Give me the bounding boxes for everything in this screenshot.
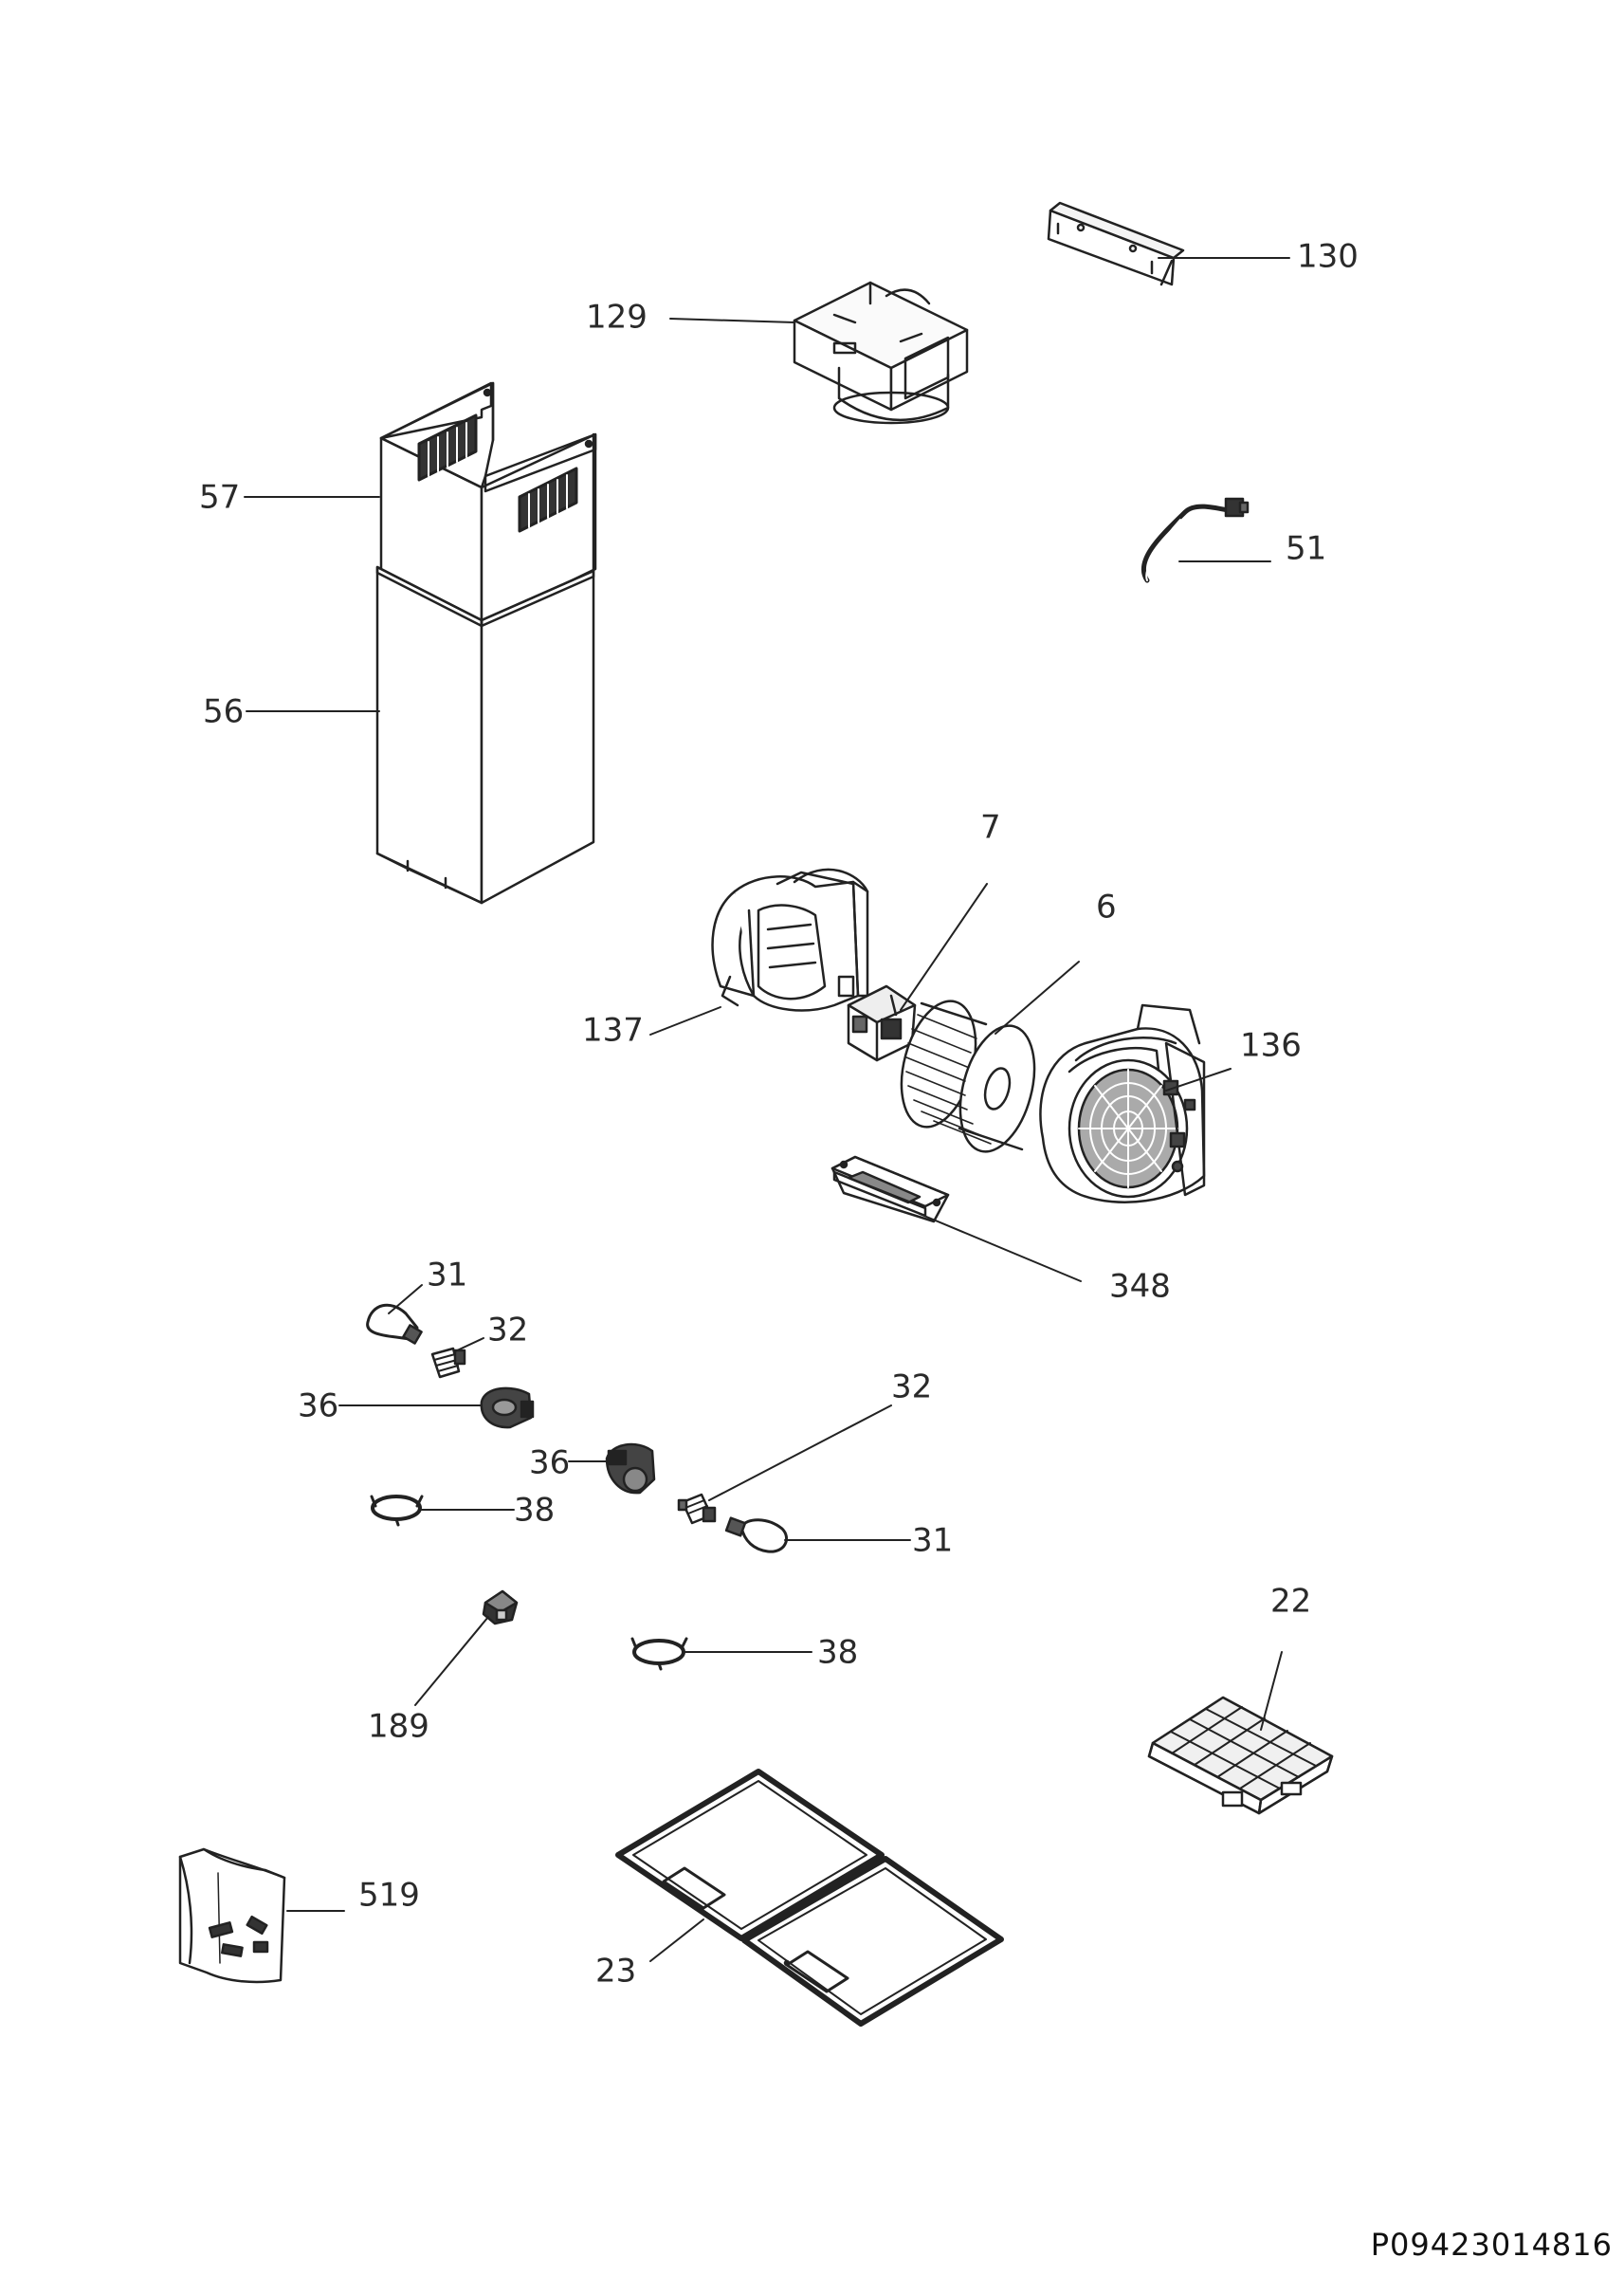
callout-56: 56 (203, 693, 244, 731)
fan-housing-left-icon[interactable] (713, 870, 867, 1011)
lamp-holder-icon[interactable] (482, 1388, 533, 1427)
callout-137: 137 (582, 1012, 644, 1050)
lamp-bulb-icon[interactable] (368, 1305, 422, 1343)
callout-32-top: 32 (487, 1312, 528, 1349)
fan-wheel-icon[interactable] (889, 993, 1048, 1160)
callout-31-right: 31 (912, 1522, 953, 1560)
air-deflector-box-icon[interactable] (794, 283, 967, 423)
retaining-ring-icon[interactable] (372, 1496, 422, 1525)
grease-filter-icon[interactable] (618, 1771, 1001, 2024)
power-cable-icon[interactable] (1143, 499, 1248, 580)
switch-knob-icon[interactable] (484, 1591, 517, 1624)
retaining-ring-icon[interactable] (632, 1639, 686, 1669)
motor-icon[interactable] (848, 986, 915, 1060)
document-id: P09423014816 (1370, 2227, 1613, 2263)
lamp-holder-icon[interactable] (607, 1444, 654, 1493)
callout-519: 519 (358, 1877, 420, 1915)
lamp-socket-icon[interactable] (679, 1495, 715, 1523)
callout-136: 136 (1240, 1027, 1302, 1065)
callout-32-right: 32 (891, 1368, 932, 1406)
callout-130: 130 (1297, 238, 1359, 276)
lamp-bulb-icon[interactable] (726, 1518, 786, 1551)
screw-bag-icon[interactable] (180, 1849, 284, 1982)
callout-36-left: 36 (298, 1387, 338, 1425)
fan-housing-right-icon[interactable] (1040, 1005, 1204, 1202)
callout-23: 23 (595, 1953, 636, 1991)
callout-129: 129 (586, 299, 648, 337)
lamp-socket-icon[interactable] (432, 1349, 465, 1377)
upper-chimney-icon[interactable] (381, 383, 595, 624)
callout-7: 7 (980, 809, 1001, 847)
callout-57: 57 (199, 479, 240, 517)
callout-348: 348 (1109, 1268, 1171, 1306)
callout-38-left: 38 (514, 1492, 555, 1530)
callout-51: 51 (1286, 530, 1326, 568)
callout-38-center: 38 (817, 1634, 858, 1672)
control-board-icon[interactable] (832, 1157, 948, 1221)
callout-6: 6 (1096, 889, 1117, 927)
callout-189: 189 (368, 1708, 429, 1746)
callout-31-top: 31 (427, 1257, 467, 1294)
callout-36-center: 36 (529, 1444, 570, 1482)
lower-chimney-icon[interactable] (377, 567, 593, 903)
mounting-bracket-icon[interactable] (1049, 203, 1183, 284)
callout-22: 22 (1270, 1583, 1311, 1621)
carbon-filter-icon[interactable] (1149, 1698, 1332, 1813)
